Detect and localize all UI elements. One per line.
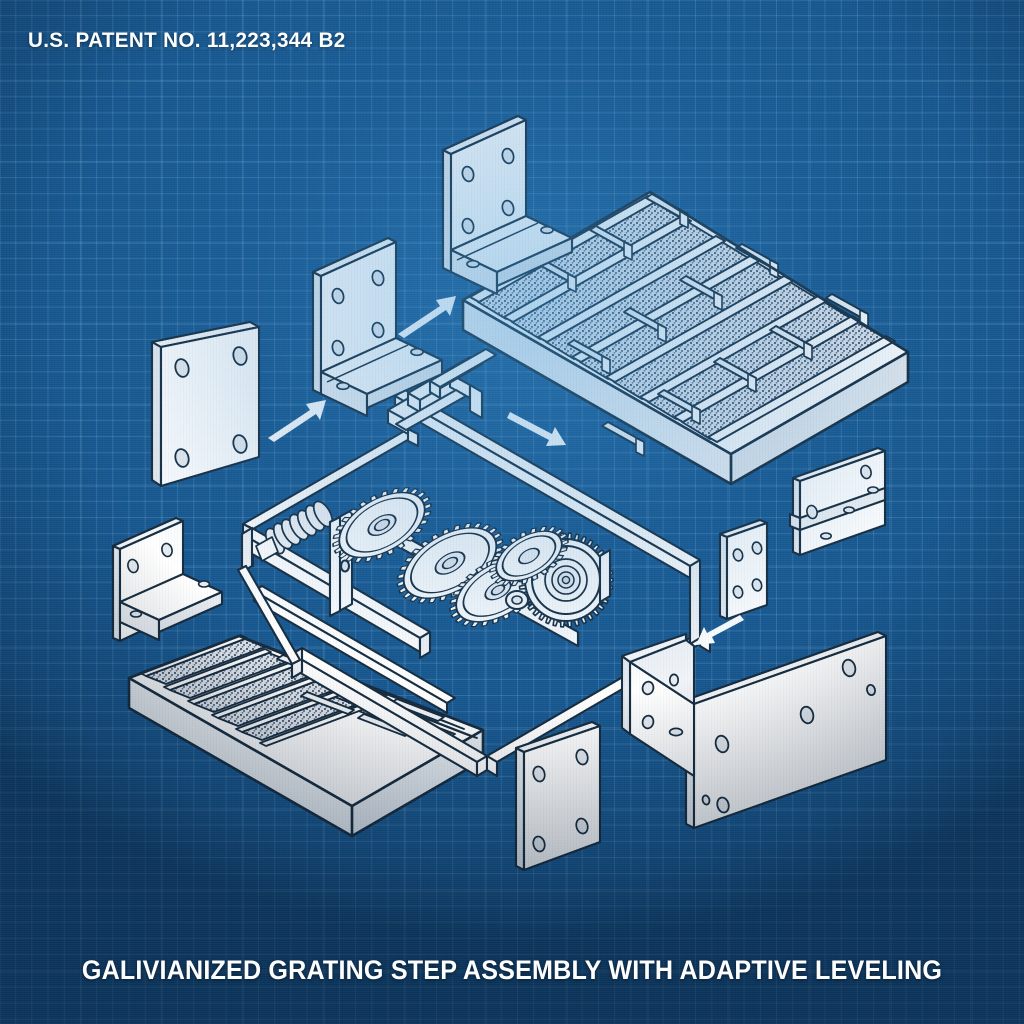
arrow-up-right-1	[268, 400, 326, 442]
part-channel-right	[620, 630, 888, 830]
part-bracket-left-lower	[111, 516, 224, 643]
part-plate-small-right	[718, 518, 769, 621]
part-bracket-right-upper	[788, 446, 887, 557]
part-coil-spring	[255, 500, 334, 562]
drawing-title-caption: GALIVIANIZED GRATING STEP ASSEMBLY WITH …	[81, 955, 943, 985]
patent-number-header: U.S. PATENT NO. 11,223,344 B2	[28, 28, 346, 52]
arrow-down-right-3	[507, 412, 566, 446]
part-plate-bottom	[514, 720, 602, 872]
arrow-up-right-2	[398, 296, 456, 338]
part-plate-left-upper	[150, 320, 261, 488]
arrow-down-left-4	[696, 615, 744, 645]
part-idler-knob	[505, 590, 529, 610]
